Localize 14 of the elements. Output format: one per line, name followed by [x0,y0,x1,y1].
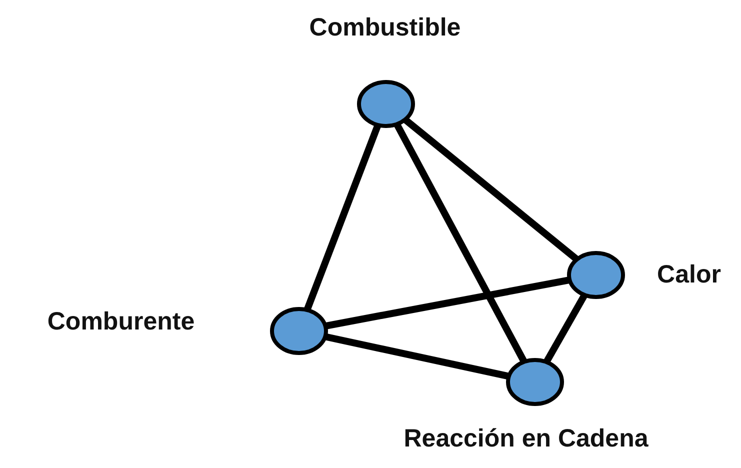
connector-line [394,122,528,364]
circle-node [506,358,564,406]
node-label: Reacción en Cadena [404,424,648,454]
node-label: Comburente [47,308,195,336]
circle-node [270,307,328,355]
connector-line [304,124,382,312]
node-label: Calor [657,260,721,290]
node-label: Combustible [309,14,461,42]
connector-line [402,116,580,262]
connector-line [324,276,570,330]
circle-node [567,251,625,299]
connector-line [324,333,510,380]
connector-line [543,293,588,364]
circle-node [357,80,415,128]
